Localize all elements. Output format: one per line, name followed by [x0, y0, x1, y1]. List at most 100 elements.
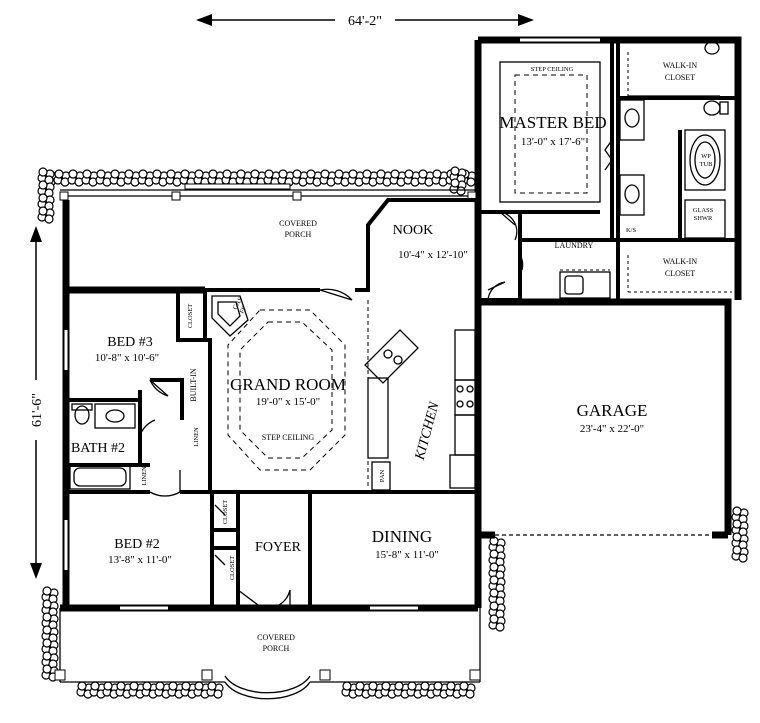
walk-in-closet-bottom-line2: CLOSET	[665, 269, 695, 278]
bed2-label: BED #2	[114, 537, 160, 552]
nook-label: NOOK	[393, 223, 433, 238]
shrub-icon	[263, 169, 281, 187]
front-porch	[54, 608, 481, 700]
shrub-icon	[347, 169, 365, 187]
nook-size: 10'-4" x 12'-10"	[398, 249, 468, 261]
closet-bed2-a-label: CLOSET	[222, 500, 229, 525]
shrub-icon	[137, 169, 155, 187]
shrub-icon	[151, 169, 169, 187]
covered-porch-back-label: COVERED PORCH	[279, 219, 317, 239]
master-bed-size: 13'-0" x 17'-6"	[521, 136, 585, 148]
kitchen-label: KITCHEN	[412, 400, 442, 463]
walk-in-closet-top-label: WALK-IN CLOSET	[663, 61, 697, 82]
covered-porch-front-line2: PORCH	[263, 644, 290, 653]
shrub-icon	[109, 169, 127, 187]
walk-in-closet-bottom-label: WALK-IN CLOSET	[663, 257, 697, 278]
closet-bed2-b-label: CLOSET	[229, 556, 236, 581]
wp-tub-line2: TUB	[700, 161, 714, 168]
covered-porch-front-label: COVERED PORCH	[257, 633, 295, 653]
foyer-label: FOYER	[255, 540, 302, 555]
depth-dimension: 61'-6"	[30, 226, 45, 579]
room-labels: STEP CEILING MASTER BED 13'-0" x 17'-6" …	[71, 61, 714, 653]
kitchen-fixtures	[364, 300, 476, 491]
shrub-icon	[319, 169, 337, 187]
dining-size: 15'-8" x 11'-0"	[375, 549, 439, 561]
shrub-icon	[354, 681, 372, 699]
shrub-icon	[731, 532, 749, 550]
shrub-icon	[488, 614, 506, 632]
shrub-icon	[291, 169, 309, 187]
grand-room-ceiling	[227, 309, 346, 471]
bed3-label: BED #3	[107, 335, 153, 350]
shrub-icon	[731, 519, 749, 537]
shrub-icon	[41, 612, 59, 630]
shrub-icon	[375, 169, 393, 187]
shrub-icon	[123, 169, 141, 187]
walk-in-closet-top-line2: CLOSET	[665, 73, 695, 82]
shrub-icon	[41, 664, 59, 682]
windows	[63, 37, 600, 611]
width-dimension-label: 64'-2"	[348, 14, 382, 29]
doors	[139, 211, 524, 610]
shrub-icon	[95, 169, 113, 187]
laundry-label: LAUNDRY	[555, 241, 594, 250]
shrub-icon	[193, 681, 211, 699]
shrub-icon	[432, 681, 450, 699]
linen-grand-label: LINEN	[193, 427, 200, 447]
interior-walls	[66, 40, 738, 608]
glass-shwr-line2: SHWR	[694, 215, 713, 222]
covered-porch-back-line2: PORCH	[285, 230, 312, 239]
walk-in-closet-top-line1: WALK-IN	[663, 61, 697, 70]
shrub-icon	[53, 169, 71, 187]
grand-room-label: GRAND ROOM	[230, 375, 346, 394]
fireplace	[211, 295, 249, 337]
bed3-size: 10'-8" x 10'-6"	[95, 352, 159, 364]
porch-columns-back	[59, 183, 477, 201]
built-in-label: BUILT-IN	[189, 368, 198, 401]
walk-in-closet-bottom-line1: WALK-IN	[663, 257, 697, 266]
covered-porch-back-line1: COVERED	[279, 219, 317, 228]
shrub-icon	[393, 681, 411, 699]
shrub-icon	[333, 169, 351, 187]
shrub-icon	[81, 169, 99, 187]
shrub-icon	[431, 169, 449, 187]
shrub-icon	[41, 625, 59, 643]
pan-label: PAN	[379, 469, 386, 482]
shrub-icon	[361, 169, 379, 187]
shrub-icon	[67, 169, 85, 187]
shrub-icon	[221, 169, 239, 187]
shrub-icon	[367, 681, 385, 699]
shrub-icon	[37, 193, 55, 211]
master-bed-ceiling-label: STEP CEILING	[531, 66, 574, 73]
covered-porch-front-line1: COVERED	[257, 633, 295, 642]
grand-room-size: 19'-0" x 15'-0"	[256, 396, 320, 408]
shrub-icon	[731, 545, 749, 563]
grand-room-ceiling-label: STEP CEILING	[262, 433, 315, 442]
wp-tub-line1: WP	[701, 153, 711, 160]
shrub-icon	[37, 167, 55, 185]
master-bath-fixtures	[604, 41, 732, 293]
gas-fp-line2: FP	[239, 305, 249, 315]
bath2-fixtures	[69, 403, 136, 490]
laundry-fixtures	[559, 269, 611, 299]
shrub-icon	[458, 681, 476, 699]
garage-size: 23'-4" x 22'-0"	[580, 423, 644, 435]
bed2-size: 13'-8" x 11'-0"	[108, 554, 172, 566]
shrub-icon	[488, 575, 506, 593]
width-dimension: 64'-2"	[196, 14, 534, 29]
master-step-ceiling	[499, 61, 601, 203]
shrub-icon	[389, 169, 407, 187]
shrub-icon	[305, 169, 323, 187]
ks-label: K/S	[626, 227, 637, 234]
glass-shwr-line1: GLASS	[693, 207, 714, 214]
gas-fp-label: GASFP	[232, 296, 252, 315]
shrub-icon	[41, 599, 59, 617]
dining-label: DINING	[372, 527, 432, 546]
shrub-icon	[41, 586, 59, 604]
closet-bed3-label: CLOSET	[187, 304, 194, 329]
shrub-icon	[165, 169, 183, 187]
shrub-icon	[417, 169, 435, 187]
linen-bath-label: LINEN	[141, 466, 148, 486]
